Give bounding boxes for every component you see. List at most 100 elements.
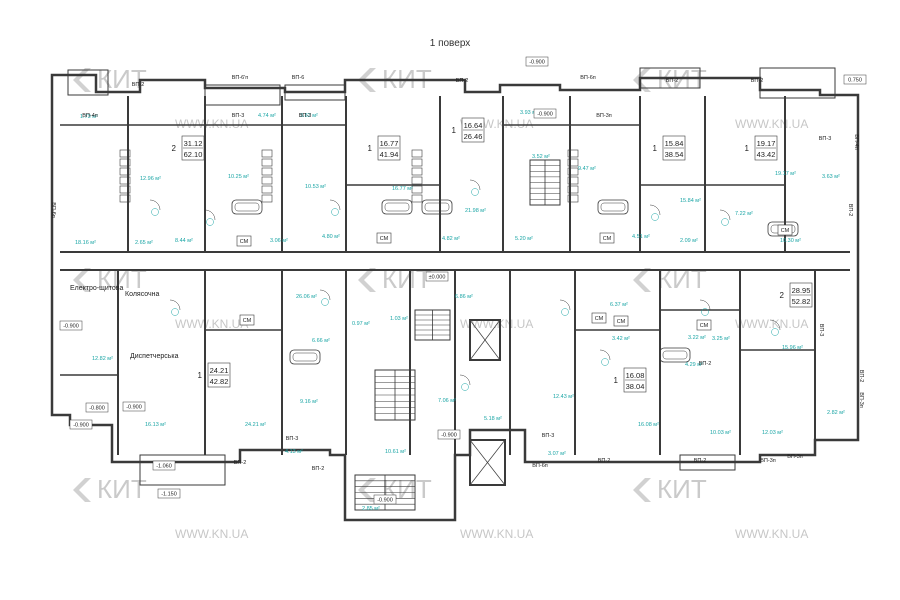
room-area-label: 2.65 м² xyxy=(135,240,153,246)
room-area-label: 3.63 м² xyxy=(822,174,840,180)
watermark-site: WWW.KN.UA xyxy=(735,527,808,541)
kitchen-counter xyxy=(261,149,273,158)
room-area-label: 21.98 м² xyxy=(465,208,486,214)
apartment-living-area: 16.77 xyxy=(380,139,399,148)
room-area-label: 16.77 м² xyxy=(392,186,413,192)
level-mark: -0.900 xyxy=(533,108,557,119)
walls-layer xyxy=(50,67,860,522)
apartment-rooms: 1 xyxy=(198,371,203,380)
window-tag: ВП-3п xyxy=(787,454,803,460)
watermark-site: WWW.KN.UA xyxy=(460,527,533,541)
level-mark: -1.150 xyxy=(157,488,181,499)
door-number-marker xyxy=(461,383,469,391)
bathtub-outer xyxy=(597,199,629,215)
watermark-brand: КИТ xyxy=(657,264,707,294)
apartment-living-area: 19.17 xyxy=(757,139,776,148)
level-mark-box xyxy=(533,108,557,119)
apartment-total-area: 38.54 xyxy=(665,150,684,159)
level-mark-box xyxy=(157,488,181,499)
kit-logo-icon xyxy=(73,478,91,502)
kitchen-counter xyxy=(261,158,273,167)
room-area-label: 3.93 м² xyxy=(520,110,538,116)
kit-logo-icon xyxy=(358,268,376,292)
bathtub xyxy=(289,349,321,365)
washing-machine: СМ xyxy=(376,232,392,244)
kit-logo-icon xyxy=(73,68,91,92)
level-mark-value: -0.900 xyxy=(529,60,545,66)
apartment-rooms: 1 xyxy=(368,144,373,153)
washing-machine: СМ xyxy=(613,315,629,327)
washing-machine-box xyxy=(239,314,255,326)
kitchen-counter xyxy=(411,158,423,167)
room-area-label: 3.42 м² xyxy=(612,336,630,342)
kit-logo-icon xyxy=(73,268,91,292)
door-number-marker xyxy=(321,298,329,306)
door-number-marker xyxy=(331,208,339,216)
window-tag: ВП-2 xyxy=(234,460,247,466)
washing-machine-label: СМ xyxy=(243,318,252,324)
washing-machine: СМ xyxy=(591,312,607,324)
bathtub-outer xyxy=(289,349,321,365)
room-area-label: 3.07 м² xyxy=(548,451,566,457)
door-swing xyxy=(599,349,611,361)
kitchen-counter xyxy=(567,194,579,203)
apartment-total-area: 42.82 xyxy=(210,377,229,386)
bathtub xyxy=(381,199,413,215)
washing-machine-label: СМ xyxy=(700,323,709,329)
shaft-cross xyxy=(469,319,501,361)
window-tag: ВП-6п xyxy=(580,75,596,81)
room-area-label: 15.84 м² xyxy=(680,198,701,204)
washing-machine-box xyxy=(236,235,252,247)
level-mark: -0.900 xyxy=(69,419,93,430)
door-swing xyxy=(329,199,341,211)
level-mark-box xyxy=(373,494,397,505)
apartment-total-area: 62.10 xyxy=(184,150,203,159)
apartment-rooms: 2 xyxy=(780,291,785,300)
window-tag: ВП-3 xyxy=(299,113,312,119)
kitchen-counter xyxy=(567,149,579,158)
washing-machine-label: СМ xyxy=(380,236,389,242)
apartment-living-area: 16.08 xyxy=(626,371,645,380)
window-tag: ВП-2 xyxy=(132,82,145,88)
window-tag: ВП-3 xyxy=(232,113,245,119)
window-tag: ВП-2 xyxy=(858,370,864,383)
level-mark: -0.900 xyxy=(437,429,461,440)
room-area-label: 10.25 м² xyxy=(228,174,249,180)
room-area-label: 7.06 м² xyxy=(438,398,456,404)
room-area-label: 18.16 м² xyxy=(75,240,96,246)
bathtub xyxy=(231,199,263,215)
door-number-marker xyxy=(471,188,479,196)
room-name-r2: Колясочна xyxy=(125,291,160,298)
apartment-living-area: 15.84 xyxy=(665,139,684,148)
room-name-r1: Електро-щитова xyxy=(70,285,123,292)
washing-machine-box xyxy=(376,232,392,244)
level-mark: ±0.000 xyxy=(425,271,449,282)
kitchen-counter xyxy=(119,167,131,176)
door-number-marker xyxy=(651,213,659,221)
room-name-r3: Диспетчерська xyxy=(130,353,179,360)
room-area-label: 2.09 м² xyxy=(680,238,698,244)
room-area-label: 4.51 м² xyxy=(632,234,650,240)
level-mark-box xyxy=(425,271,449,282)
washing-machine-box xyxy=(696,319,712,331)
room-area-label: 10.03 м² xyxy=(710,430,731,436)
door-number-marker xyxy=(771,328,779,336)
kitchen-counter xyxy=(411,185,423,194)
washing-machine-box xyxy=(591,312,607,324)
bathtub-outer xyxy=(231,199,263,215)
kitchen-counter xyxy=(411,149,423,158)
labels-layer: 231.1262.10116.7741.94116.6426.46115.843… xyxy=(50,56,867,512)
watermark-site: WWW.KN.UA xyxy=(175,317,248,331)
apartment-total-area: 43.42 xyxy=(757,150,776,159)
window-tag: ВП-6 xyxy=(292,75,305,81)
room-area-label: 6.86 м² xyxy=(455,294,473,300)
level-mark-value: 0.750 xyxy=(848,78,862,84)
